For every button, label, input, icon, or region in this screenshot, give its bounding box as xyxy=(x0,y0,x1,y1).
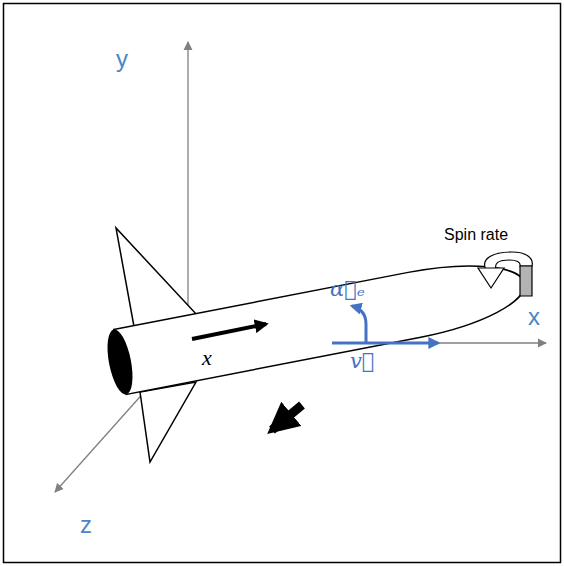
body-axis-arrow xyxy=(192,324,266,339)
spin-label: Spin rate xyxy=(444,226,508,244)
axis-name: x xyxy=(528,304,540,330)
axis-name: y xyxy=(116,46,128,72)
vector-label: x⃗ xyxy=(202,346,229,370)
y-axis xyxy=(187,42,188,343)
angle-arc xyxy=(352,306,366,343)
spin-arrow xyxy=(478,252,532,296)
vector-label: α⃗ₑ xyxy=(330,278,365,301)
frame xyxy=(4,4,561,563)
axis-name: z xyxy=(80,512,92,538)
lateral-arrow xyxy=(272,405,302,430)
velocity-arrow xyxy=(332,342,438,345)
vector-label: v⃗ xyxy=(350,350,374,373)
fin xyxy=(140,382,196,462)
rocket-body xyxy=(103,251,531,396)
